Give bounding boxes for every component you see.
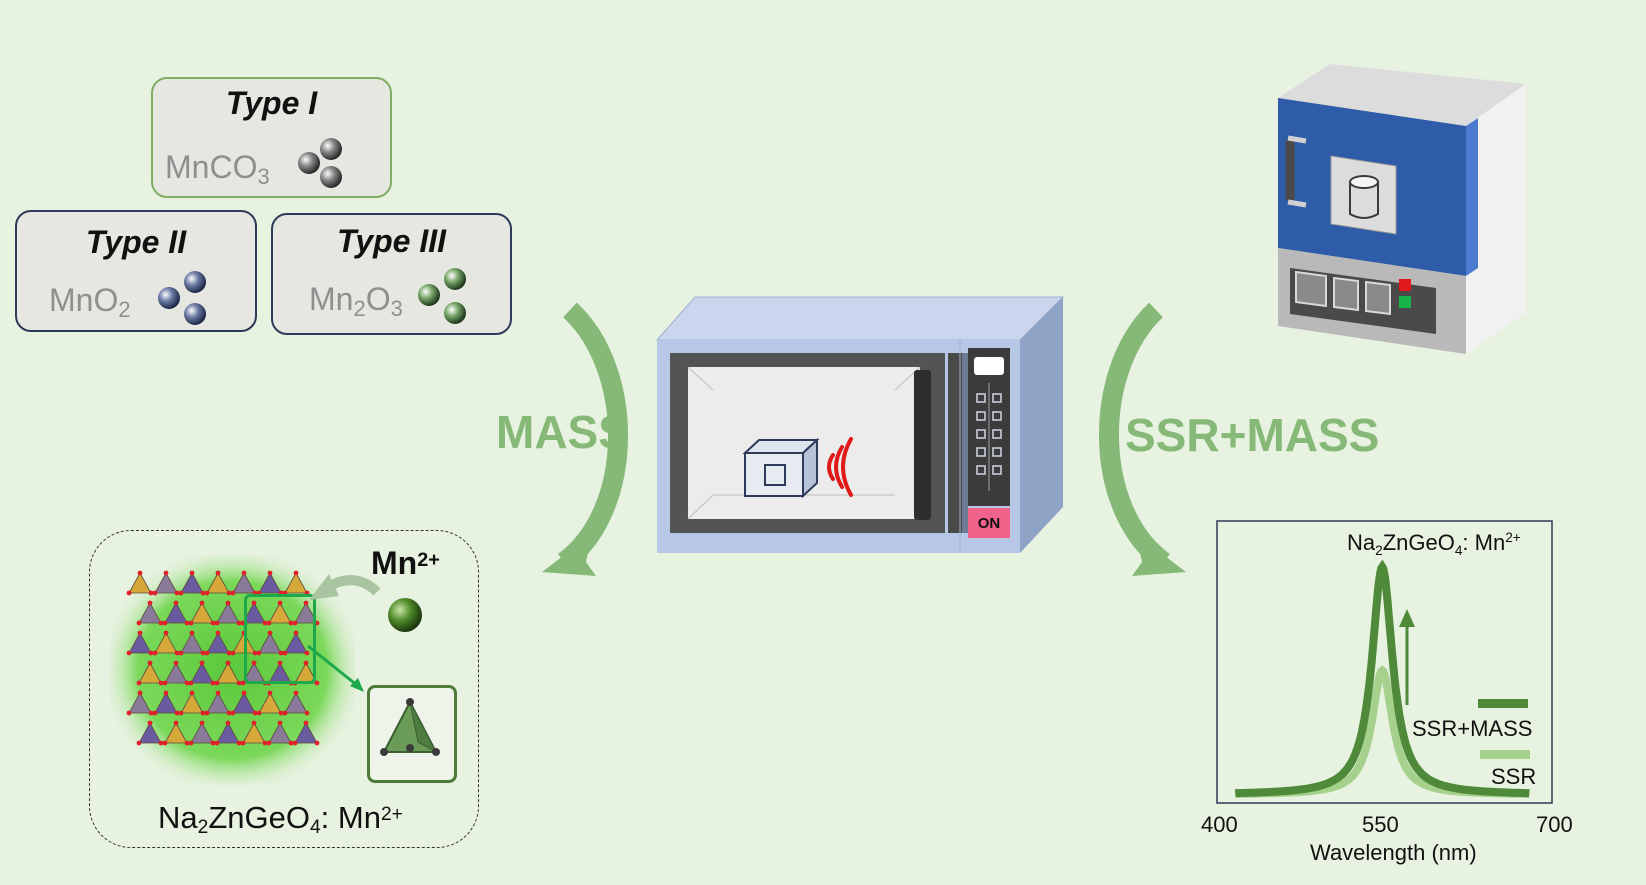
chart-title: Na2ZnGeO4: Mn2+ <box>1347 530 1521 558</box>
type-i-box: Type I MnCO3 <box>151 77 392 198</box>
mn-atoms-icon <box>298 138 342 188</box>
mn-atoms-icon <box>158 271 206 325</box>
zoom-arrow <box>307 644 364 692</box>
right-curved-arrow <box>1099 302 1186 576</box>
mn-atoms-icon <box>418 268 466 324</box>
dopant-insertion-arrow <box>309 574 380 600</box>
x-tick-400: 400 <box>1201 812 1238 837</box>
crystal-structure-panel <box>89 530 479 848</box>
type-i-formula: MnCO3 <box>165 149 270 189</box>
type-iii-title: Type III <box>336 223 447 259</box>
microwave-waves-icon <box>827 437 853 497</box>
mn2-ion-sphere <box>388 598 422 632</box>
zoom-highlight-box <box>244 594 316 684</box>
x-axis-label: Wavelength (nm) <box>1310 840 1477 865</box>
mn2-ion-label: Mn2+ <box>371 545 440 581</box>
type-ii-formula: MnO2 <box>49 282 131 322</box>
legend-label-ssr-mass: SSR+MASS <box>1412 716 1533 741</box>
legend-swatch-ssr-mass <box>1478 699 1528 708</box>
microwave-oven <box>655 296 1065 553</box>
sample-cube-icon <box>742 437 820 499</box>
type-i-title: Type I <box>225 85 318 121</box>
legend-label-ssr: SSR <box>1491 764 1537 789</box>
x-tick-550: 550 <box>1362 812 1399 837</box>
x-tick-700: 700 <box>1536 812 1573 837</box>
on-button[interactable]: ON <box>977 515 1001 532</box>
ssr-mass-label: SSR+MASS <box>1125 409 1380 461</box>
increase-arrow-head <box>1399 609 1415 627</box>
legend-swatch-ssr <box>1480 750 1530 759</box>
ssr-mass-series-line <box>1234 559 1530 798</box>
tetrahedron-icon <box>380 698 440 756</box>
muffle-furnace <box>1278 64 1526 354</box>
host-formula-label: Na2ZnGeO4: Mn2+ <box>158 800 403 838</box>
type-ii-box: Type II MnO2 <box>15 210 257 332</box>
type-iii-box: Type III Mn2O3 <box>271 213 512 335</box>
left-curved-arrow <box>542 302 628 576</box>
mass-label: MASS <box>496 406 629 458</box>
type-ii-title: Type II <box>85 224 187 260</box>
crucible-icon <box>1349 175 1379 219</box>
emission-spectrum-chart <box>1216 520 1553 804</box>
type-iii-formula: Mn2O3 <box>309 281 403 321</box>
